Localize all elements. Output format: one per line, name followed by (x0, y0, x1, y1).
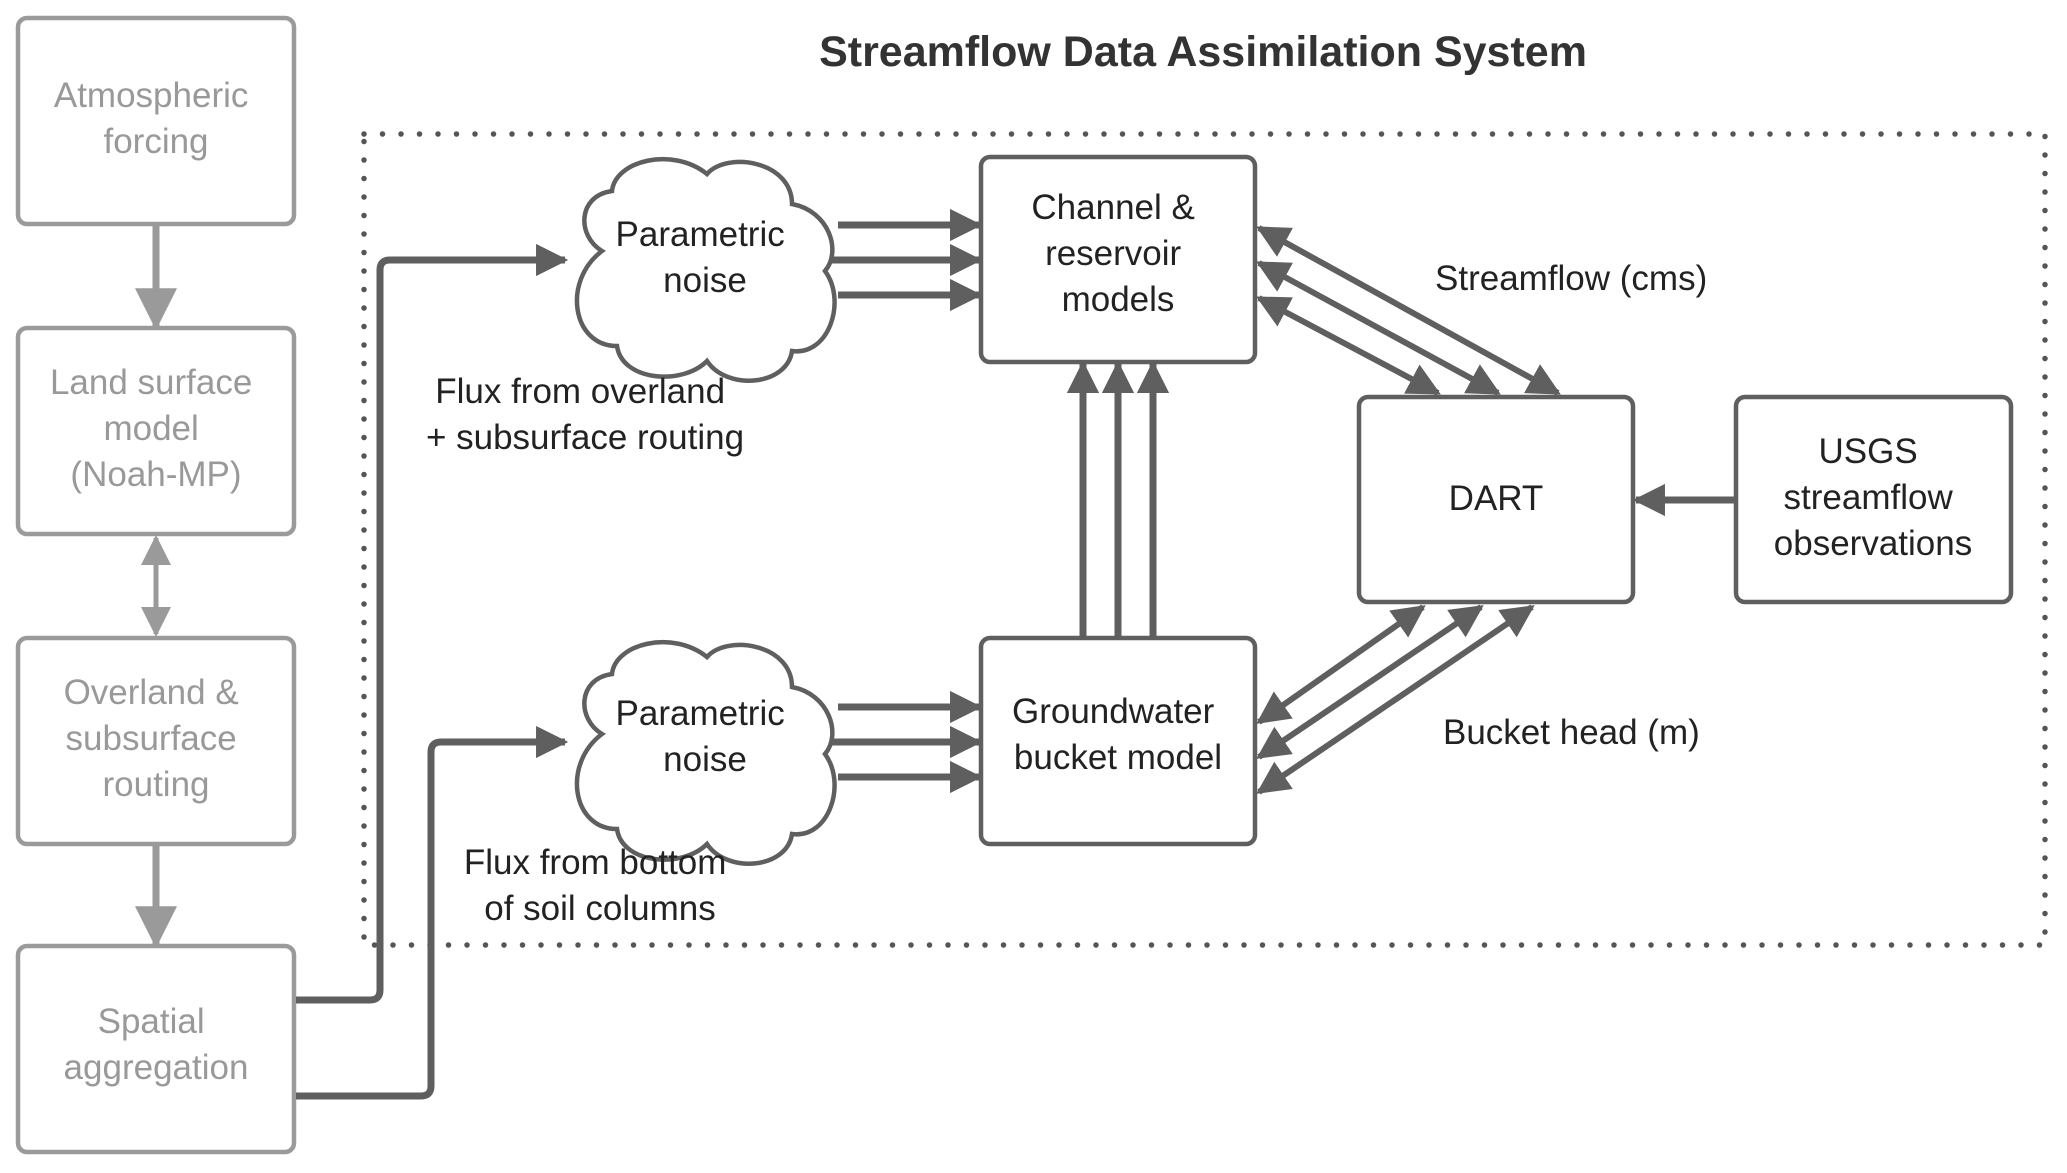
groundwater-bucket-box: Groundwater bucket model (978, 635, 1258, 847)
bucket-head-label: Bucket head (m) (1443, 713, 1700, 752)
atmospheric-forcing-line-1: Atmospheric (54, 76, 249, 115)
svg-text:Channel & reservoir: Channel & reservoir models (1031, 188, 1204, 319)
usgs-line-1: USGS (1819, 432, 1918, 471)
usgs-line-2: streamflow (1784, 478, 1954, 517)
svg-text:USGS streamflow ob: USGS streamflow observations (1774, 432, 1972, 563)
spatial-line-2: aggregation (64, 1048, 249, 1087)
arrow-gw-dart-3 (1256, 604, 1535, 795)
noise-top-line-1: Parametric (616, 215, 785, 254)
noise-bottom-line-1: Parametric (616, 694, 785, 733)
land-surface-line-1: Land surface (50, 363, 252, 402)
overland-line-2: subsurface (66, 719, 237, 758)
usgs-line-3: observations (1774, 524, 1972, 563)
groundwater-line-2: bucket model (1014, 738, 1222, 777)
svg-text:Spatial aggregation: Spatial aggregation (64, 1002, 249, 1087)
atmospheric-forcing-box: Atmospheric forcing (15, 15, 297, 227)
atmospheric-forcing-line-2: forcing (103, 122, 208, 161)
svg-text:Land surface model: Land surface model (Noah-MP) (50, 363, 262, 494)
svg-text:Groundwater bucket model: Groundwater bucket model (1012, 692, 1224, 777)
left-column: Atmospheric forcing Land surface model (… (15, 15, 297, 1155)
overland-line-3: routing (102, 765, 209, 804)
arrow-channel-dart-3 (1256, 295, 1441, 396)
streamflow-label: Streamflow (cms) (1435, 259, 1707, 298)
svg-text:Overland & subsurface: Overland & subsurface routing (64, 673, 249, 804)
channel-line-2: reservoir (1045, 234, 1181, 273)
flux-bottom-line-1: Flux from bottom (464, 843, 727, 882)
channel-line-3: models (1062, 280, 1175, 319)
land-surface-line-2: model (103, 409, 198, 448)
flux-overland-line-2: + subsurface routing (426, 418, 744, 457)
flux-bottom-line-2: of soil columns (484, 889, 715, 928)
land-surface-line-3: (Noah-MP) (70, 455, 241, 494)
dart-box: DART (1356, 394, 1636, 605)
arrow-aggregation-to-noise-top (296, 243, 569, 1004)
noise-top-line-2: noise (663, 261, 747, 300)
dart-label: DART (1449, 479, 1544, 518)
land-surface-model-box: Land surface model (Noah-MP) (15, 325, 297, 537)
diagram-title: Streamflow Data Assimilation System (819, 28, 1587, 76)
noise-bottom-line-2: noise (663, 740, 747, 779)
arrow-aggregation-to-noise-bottom (296, 725, 569, 1100)
arrow-channel-dart-1 (1256, 225, 1561, 396)
overland-line-1: Overland & (64, 673, 239, 712)
svg-text:Parametric noise: Parametric noise (616, 694, 795, 779)
svg-text:Atmospheric forcing: Atmospheric forcing (54, 76, 258, 161)
parametric-noise-top-cloud: Parametric noise (574, 157, 837, 383)
parametric-noise-bottom-cloud: Parametric noise (574, 640, 837, 866)
channel-line-1: Channel & (1031, 188, 1194, 227)
channel-reservoir-box: Channel & reservoir models (978, 154, 1258, 365)
system-boundary (361, 131, 2048, 948)
svg-text:Parametric noise: Parametric noise (616, 215, 795, 300)
flux-overland-line-1: Flux from overland (435, 372, 725, 411)
groundwater-line-1: Groundwater (1012, 692, 1215, 731)
usgs-observations-box: USGS streamflow observations (1733, 394, 2014, 605)
spatial-line-1: Spatial (98, 1002, 205, 1041)
svg-text:Flux from overland + subsu: Flux from overland + subsurface routing (426, 372, 744, 457)
overland-subsurface-routing-box: Overland & subsurface routing (15, 635, 297, 847)
svg-text:Flux from bottom of soil c: Flux from bottom of soil columns (464, 843, 736, 928)
spatial-aggregation-box: Spatial aggregation (15, 943, 297, 1155)
